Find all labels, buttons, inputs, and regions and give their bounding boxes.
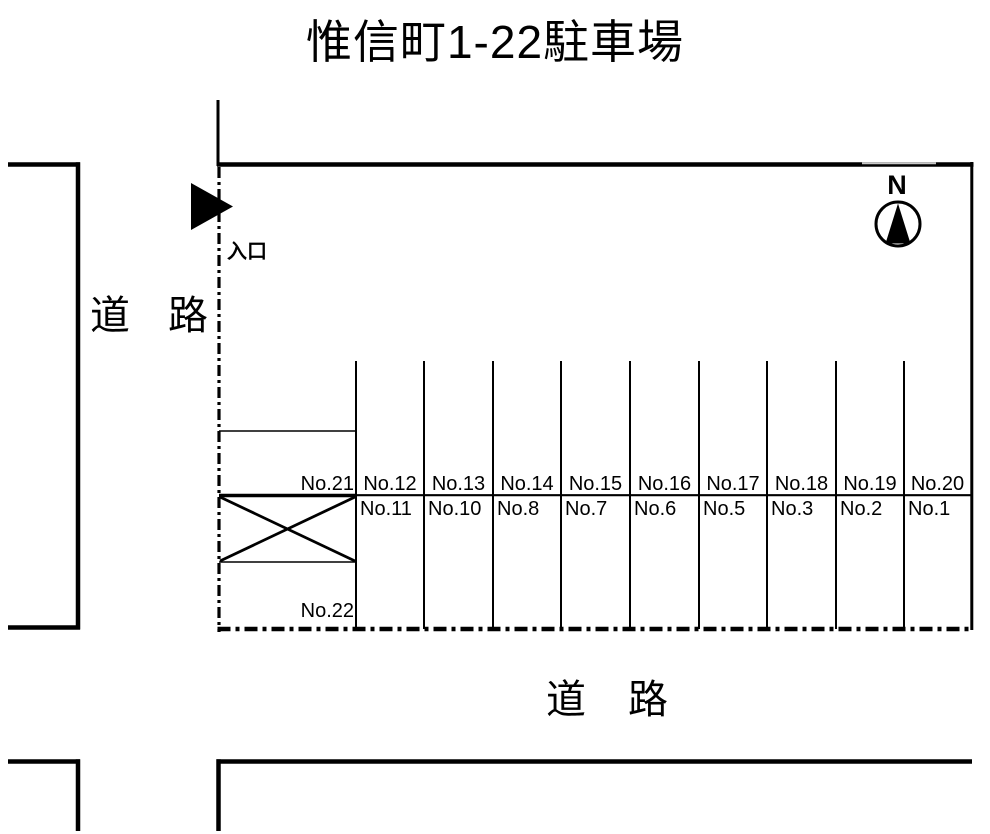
stall-label-no17: No.17 [706,473,760,495]
stall-label-no5: No.5 [703,498,746,520]
stall-label-no19: No.19 [843,473,897,495]
stall-label-no22: No.22 [300,600,354,622]
stall-label-no12: No.12 [363,473,417,495]
stall-label-no15: No.15 [568,473,623,495]
stall-label-no14: No.14 [500,473,554,495]
stall-label-no7: No.7 [565,498,608,520]
lower-block-outline [216,759,972,831]
stall-label-no3: No.3 [771,498,814,520]
entrance-arrow-icon [191,183,233,230]
stall-label-no13: No.13 [431,473,486,495]
entrance-label: 入口 [227,241,267,263]
stall-label-no20: No.20 [910,473,965,495]
compass-needle [885,203,911,244]
cross-mark-line [219,495,356,563]
stall-label-no2: No.2 [840,498,883,520]
lower-left-block-outline [8,759,81,831]
north-compass-icon [874,200,922,248]
stall-label-no8: No.8 [497,498,540,520]
left-block-outline [8,162,81,630]
cross-mark-icon [219,495,356,563]
compass-north-label: N [887,170,907,200]
stall-label-no1: No.1 [908,498,951,520]
stall-label-no6: No.6 [634,498,677,520]
stall-label-no21: No.21 [300,473,354,495]
road-label-left: 道路 [90,294,246,338]
page-title: 惟信町1-22駐車場 [305,16,685,68]
stall-label-no18: No.18 [774,473,829,495]
road-label-bottom: 道路 [546,678,710,722]
compass-circle [874,200,922,248]
stall-label-no10: No.10 [428,498,482,520]
stall-label-no11: No.11 [360,498,412,520]
stall-label-no16: No.16 [637,473,692,495]
